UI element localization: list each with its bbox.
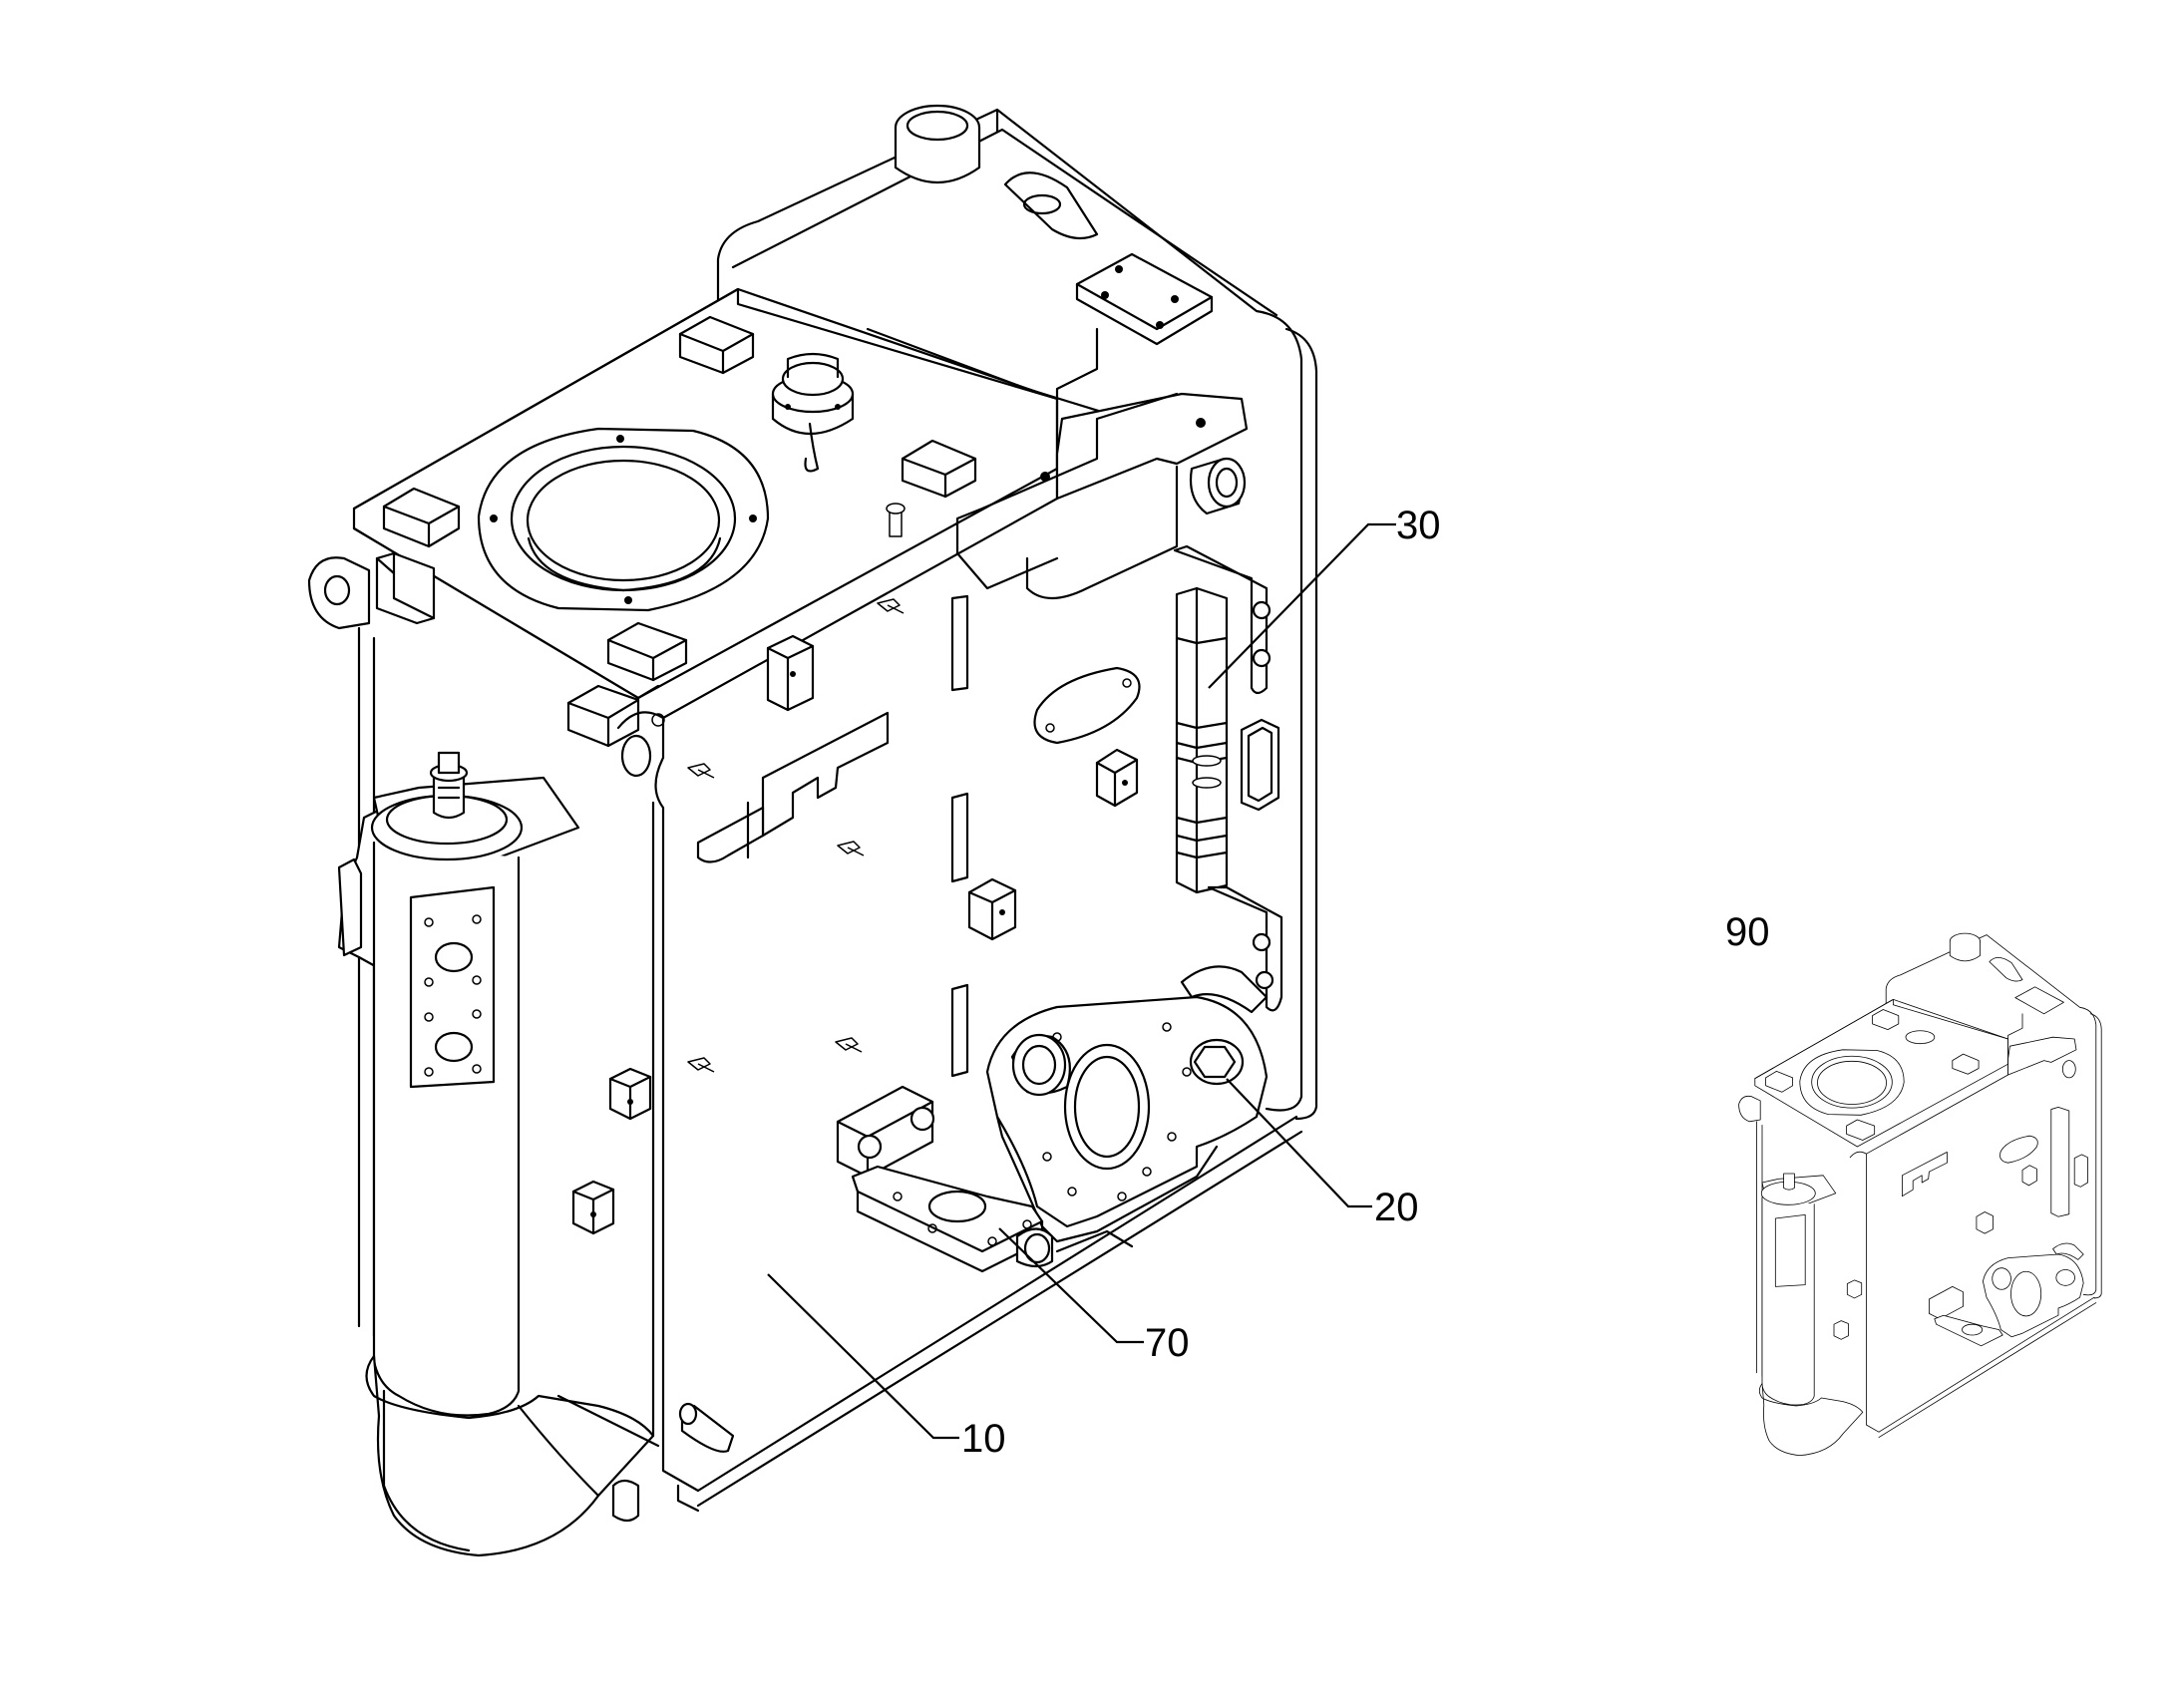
callout-20: 20 <box>1374 1186 1419 1229</box>
leader-10 <box>767 1273 959 1440</box>
leader-70 <box>998 1227 1144 1344</box>
main-housing-assembly <box>307 104 1318 1557</box>
callout-labels: 30 20 70 10 90 <box>961 504 1770 1461</box>
callout-30: 30 <box>1396 504 1441 547</box>
leader-20 <box>1226 1078 1372 1208</box>
callout-10: 10 <box>961 1417 1006 1461</box>
leader-lines <box>767 522 1396 1440</box>
callout-90: 90 <box>1725 910 1770 954</box>
leader-30 <box>1208 522 1396 689</box>
callout-70: 70 <box>1145 1321 1190 1365</box>
thumbnail-assembly <box>1738 932 2102 1456</box>
